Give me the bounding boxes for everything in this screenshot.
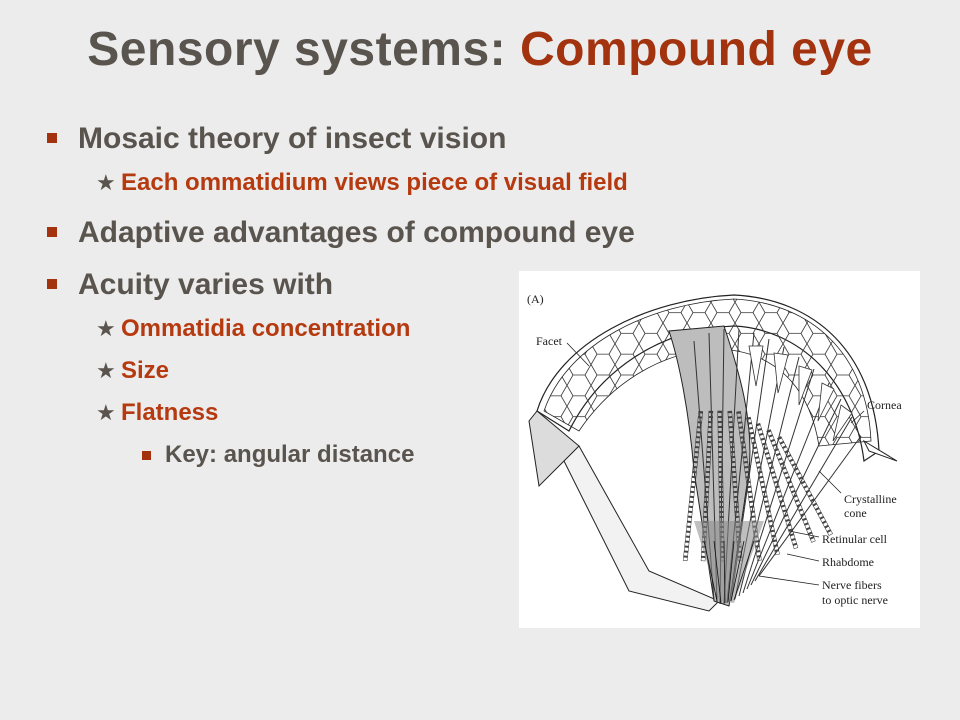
- compound-eye-illustration: (A) Facet Cornea Crystalline cone Retinu…: [527, 292, 902, 612]
- sub-bullet-text: Ommatidia concentration: [121, 315, 411, 342]
- label-retinular: Retinular cell: [822, 532, 888, 546]
- bullet-adaptive-advantages: Adaptive advantages of compound eye: [44, 210, 635, 256]
- label-cornea: Cornea: [867, 398, 902, 412]
- title-accent: Compound eye: [520, 23, 873, 76]
- sub-sub-bullet-key: Key: angular distance: [44, 434, 514, 476]
- label-crystalline-1: Crystalline: [844, 492, 897, 506]
- sub-bullet-text: Flatness: [121, 399, 219, 426]
- square-bullet-icon: [47, 279, 57, 289]
- sub-bullet-each-ommatidium: ★ Each ommatidium views piece of visual …: [44, 162, 628, 204]
- sub-bullet-text: Size: [121, 357, 170, 384]
- sub-bullet-ommatidia-concentration: ★ Ommatidia concentration: [44, 308, 514, 350]
- sub-bullet-text: Each ommatidium views piece of visual fi…: [121, 169, 628, 196]
- bullet-list: Mosaic theory of insect vision ★ Each om…: [44, 116, 635, 476]
- sub-sub-bullet-text: Key: angular distance: [165, 441, 415, 468]
- square-bullet-icon: [142, 451, 151, 460]
- label-rhabdome: Rhabdome: [822, 555, 874, 569]
- label-nerve-2: to optic nerve: [822, 593, 888, 607]
- title-main: Sensory systems:: [87, 23, 507, 76]
- bullet-text: Adaptive advantages of compound eye: [78, 216, 635, 249]
- sub-bullet-flatness: ★ Flatness: [44, 392, 514, 434]
- sub-bullet-size: ★ Size: [44, 350, 514, 392]
- panel-label: (A): [527, 292, 544, 306]
- label-nerve-1: Nerve fibers: [822, 578, 882, 592]
- star-bullet-icon: ★: [96, 400, 116, 425]
- bullet-text: Acuity varies with: [78, 268, 334, 301]
- square-bullet-icon: [47, 133, 57, 143]
- square-bullet-icon: [47, 227, 57, 237]
- label-facet: Facet: [536, 334, 563, 348]
- star-bullet-icon: ★: [96, 316, 116, 341]
- compound-eye-diagram: (A) Facet Cornea Crystalline cone Retinu…: [519, 271, 920, 628]
- bullet-mosaic-theory: Mosaic theory of insect vision: [44, 116, 514, 162]
- bullet-text: Mosaic theory of insect vision: [78, 122, 507, 155]
- slide-title: Sensory systems: Compound eye: [0, 22, 960, 77]
- star-bullet-icon: ★: [96, 358, 116, 383]
- star-bullet-icon: ★: [96, 170, 116, 195]
- bullet-acuity-varies: Acuity varies with: [44, 262, 514, 308]
- label-crystalline-2: cone: [844, 506, 867, 520]
